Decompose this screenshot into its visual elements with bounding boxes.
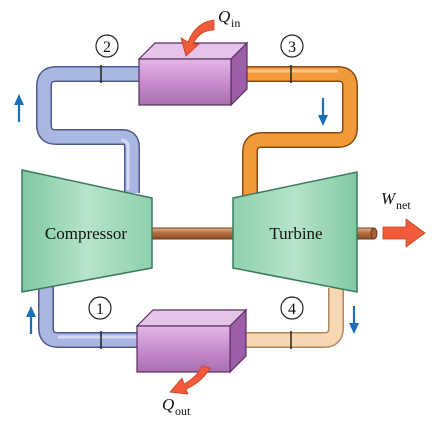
state-marker-4: 4	[280, 296, 304, 320]
compressor-label: Compressor	[45, 224, 128, 243]
state-label-2: 2	[103, 39, 111, 56]
work-net-arrow	[382, 218, 426, 248]
heat-exchanger-top	[137, 41, 249, 107]
flow-arrow-down-right-top	[318, 98, 328, 126]
state-marker-1: 1	[88, 296, 112, 320]
flow-arrow-up-left-top	[14, 94, 24, 122]
pipe-heater-to-turbine	[242, 66, 358, 200]
state-marker-2: 2	[95, 34, 119, 58]
heat-exchanger-bottom	[135, 308, 248, 374]
work-net-label: W net	[381, 189, 411, 212]
pipe-compressor-to-heater	[36, 66, 150, 193]
heat-in-subscript: in	[231, 16, 240, 30]
heat-in-label: Q in	[218, 7, 240, 30]
state-marker-3: 3	[280, 34, 304, 58]
heat-in-arrow	[180, 19, 215, 57]
heat-out-subscript: out	[175, 404, 191, 418]
state-label-4: 4	[288, 301, 296, 318]
flow-arrow-down-right-bottom	[349, 306, 359, 334]
heat-out-arrow	[169, 365, 211, 395]
heat-in-symbol: Q	[218, 7, 230, 26]
work-net-subscript: net	[396, 198, 411, 212]
turbine-label: Turbine	[269, 224, 322, 243]
compressor: Compressor	[21, 169, 153, 293]
turbine: Turbine	[232, 171, 358, 293]
flow-arrow-up-left-bottom	[26, 306, 36, 334]
heat-out-label: Q out	[162, 395, 191, 418]
state-label-3: 3	[288, 39, 296, 56]
pipe-turbine-to-cooler	[246, 288, 344, 348]
pipe-cooler-to-compressor	[38, 285, 150, 348]
state-ticks	[100, 65, 292, 349]
state-label-1: 1	[96, 301, 104, 318]
heat-out-symbol: Q	[162, 395, 174, 414]
work-net-symbol: W	[381, 189, 397, 208]
